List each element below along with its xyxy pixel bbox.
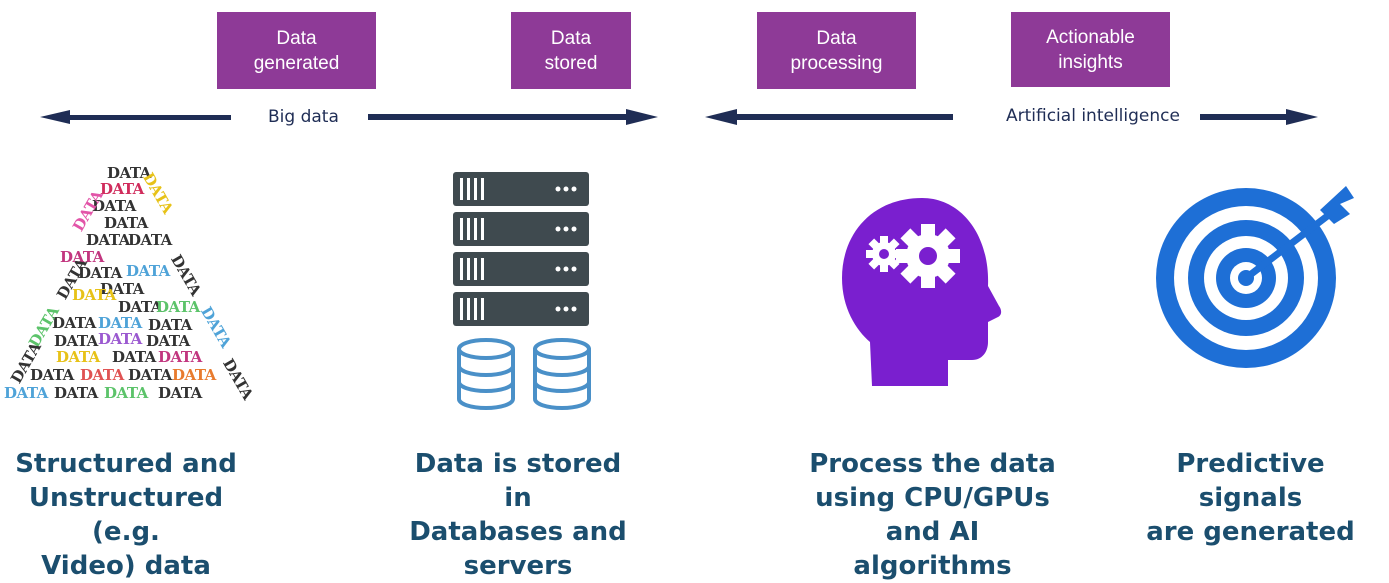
big-data-right-arrow xyxy=(368,109,658,125)
target-arrow-icon xyxy=(1156,186,1354,368)
database-icon xyxy=(457,338,591,410)
dart-arrow xyxy=(1242,186,1354,282)
data-word: DATA xyxy=(156,298,200,316)
data-word: DATA xyxy=(54,384,98,402)
data-word: DATA xyxy=(158,384,202,402)
data-word: DATA xyxy=(100,180,144,198)
data-word: DATA xyxy=(118,298,162,316)
data-word: DATA xyxy=(139,169,177,217)
ai-left-arrow xyxy=(705,109,953,125)
phase-arrows xyxy=(40,109,1318,125)
data-word: DATA xyxy=(92,197,136,215)
data-word: DATA xyxy=(148,316,192,334)
data-word: DATA xyxy=(158,348,202,366)
stage-box-data-generated: Data generated xyxy=(217,12,376,89)
data-word: DATA xyxy=(112,348,156,366)
data-word: DATA xyxy=(197,303,235,351)
caption-data-processing: Process the data using CPU/GPUs and AI a… xyxy=(809,449,1056,581)
caption-data-generated: Structured and Unstructured (e.g. Video)… xyxy=(15,449,237,581)
data-word: DATA xyxy=(80,366,124,384)
data-word: DATA xyxy=(172,366,216,384)
stage-box-data-stored: Data stored xyxy=(511,12,631,89)
database-right xyxy=(533,338,591,410)
data-word: DATA xyxy=(56,348,100,366)
stage-box-actionable-insights: Actionable insights xyxy=(1011,12,1170,87)
data-word: DATA xyxy=(104,214,148,232)
data-word: DATA xyxy=(126,262,170,280)
data-word: DATA xyxy=(60,248,104,266)
server-rack-icon xyxy=(453,172,589,326)
data-word: DATA xyxy=(72,286,116,304)
data-word: DATA xyxy=(219,355,257,403)
data-word: DATA xyxy=(78,264,122,282)
data-word: DATA xyxy=(30,366,74,384)
stage-box-data-processing: Data processing xyxy=(757,12,916,89)
data-word: DATA xyxy=(128,231,172,249)
data-word: DATA xyxy=(52,314,96,332)
head-gears-icon xyxy=(842,198,1002,386)
data-word: DATA xyxy=(86,231,130,249)
database-left xyxy=(457,338,515,410)
caption-actionable-insights: Predictive signals are generated xyxy=(1146,449,1355,547)
ai-right-arrow xyxy=(1200,109,1318,125)
caption-data-stored: Data is stored in Databases and servers xyxy=(409,449,627,581)
data-word: DATA xyxy=(100,280,144,298)
data-word: DATA xyxy=(54,332,98,350)
data-word: DATA xyxy=(146,332,190,350)
data-word: DATA xyxy=(98,314,142,332)
data-word: DATA xyxy=(107,164,151,182)
data-word: DATA xyxy=(98,330,142,348)
data-word-cloud-icon: DATA DATA DATA DATA DATA DATA DATA DATA … xyxy=(0,158,260,418)
ai-label: Artificial intelligence xyxy=(1006,106,1180,126)
data-word: DATA xyxy=(128,366,172,384)
data-word: DATA xyxy=(4,384,48,402)
data-word: DATA xyxy=(167,251,205,299)
data-word: DATA xyxy=(104,384,148,402)
big-data-left-arrow xyxy=(40,110,231,124)
big-data-label: Big data xyxy=(268,107,339,127)
